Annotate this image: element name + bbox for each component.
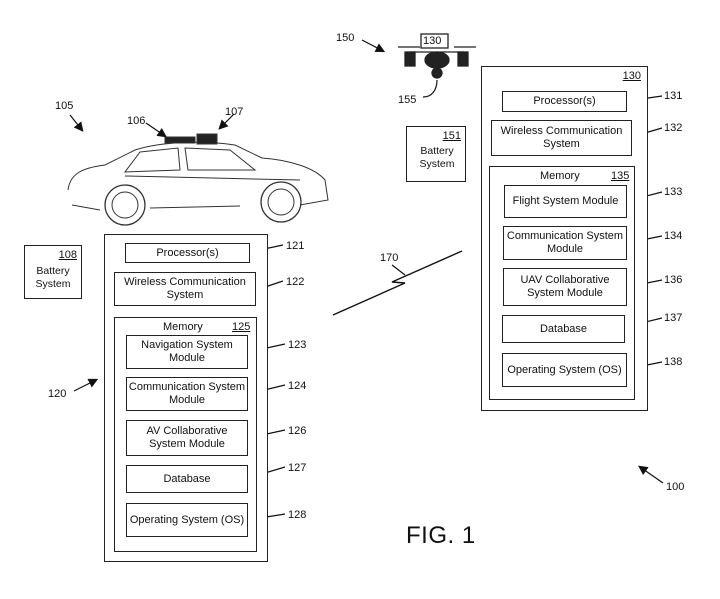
figure-label: FIG. 1 (406, 522, 476, 549)
vehicle-memory-ref: 125 (232, 321, 251, 333)
ref-drone-module: 136 (664, 274, 683, 286)
ref-system: 100 (666, 481, 685, 493)
vehicle-module-box: AV Collaborative System Module (126, 420, 248, 456)
vehicle-battery-box: 108 Battery System (24, 245, 82, 299)
drone-module-label: Flight System Module (512, 195, 619, 207)
ref-drone-processor: 131 (664, 90, 683, 102)
vehicle-module-box: Communication System Module (126, 377, 248, 411)
ref-vehicle-module: 123 (288, 339, 307, 351)
drone-processor-label: Processor(s) (533, 95, 596, 107)
drone-module-box: Communication System Module (503, 226, 627, 260)
drone-computer-ref: 130 (622, 70, 641, 82)
ref-vehicle-module: 128 (288, 509, 307, 521)
vehicle-module-box: Operating System (OS) (126, 503, 248, 537)
ref-sensor: 107 (225, 106, 244, 118)
drone-wireless-label: Wireless Communication System (500, 125, 623, 150)
ref-vehicle-wireless: 122 (286, 276, 305, 288)
vehicle-module-label: Communication System Module (128, 381, 246, 406)
ref-drone-module: 138 (664, 356, 683, 368)
drone-wireless-box: Wireless Communication System (491, 120, 632, 156)
vehicle-memory-label: Memory (163, 321, 203, 333)
vehicle-battery-label: Battery System (35, 265, 71, 290)
drone-battery-ref: 151 (442, 130, 461, 142)
drone-memory-label: Memory (540, 170, 580, 182)
vehicle-processor-box: Processor(s) (125, 243, 250, 263)
drone-processor-box: Processor(s) (502, 91, 627, 112)
vehicle-module-label: Navigation System Module (141, 339, 233, 364)
ref-link: 170 (380, 252, 399, 264)
vehicle-module-label: Database (163, 472, 211, 485)
ref-drone-module: 134 (664, 230, 683, 242)
drone-module-box: Database (502, 315, 625, 343)
vehicle-module-label: Operating System (OS) (129, 513, 245, 526)
drone-module-box: Operating System (OS) (502, 353, 627, 387)
drone-module-label: Operating System (OS) (507, 363, 622, 376)
ref-drone-camera: 155 (398, 94, 417, 106)
ref-roof-device: 106 (127, 115, 146, 127)
ref-drone-wireless: 132 (664, 122, 683, 134)
vehicle-battery-ref: 108 (58, 249, 77, 261)
ref-vehicle-module: 124 (288, 380, 307, 392)
ref-drone-module: 137 (664, 312, 683, 324)
ref-vehicle-module: 126 (288, 425, 307, 437)
drone-box-label: 130 (423, 35, 442, 47)
drone-module-box: UAV Collaborative System Module (503, 268, 627, 306)
ref-drone: 150 (336, 32, 355, 44)
vehicle-wireless-label: Wireless Communication System (124, 276, 246, 301)
ref-drone-module: 133 (664, 186, 683, 198)
ref-vehicle: 105 (55, 100, 74, 112)
ref-vehicle-processor: 121 (286, 240, 305, 252)
ref-vehicle-computer: 120 (48, 388, 67, 400)
ref-vehicle-module: 127 (288, 462, 307, 474)
car-illustration (67, 133, 329, 226)
vehicle-module-label: AV Collaborative System Module (146, 425, 228, 450)
drone-battery-label: Battery System (419, 145, 455, 170)
drone-module-label: UAV Collaborative System Module (520, 274, 610, 299)
drone-module-label: Communication System Module (506, 230, 624, 255)
wireless-link-bolt (332, 250, 463, 316)
drone-module-label: Database (539, 322, 588, 335)
drone-battery-box: 151 Battery System (406, 126, 466, 182)
drone-module-box: Flight System Module (504, 185, 627, 218)
drone-illustration (398, 33, 476, 79)
vehicle-processor-label: Processor(s) (156, 246, 219, 259)
vehicle-wireless-box: Wireless Communication System (114, 272, 256, 306)
vehicle-module-box: Database (126, 465, 248, 493)
drone-memory-ref: 135 (611, 170, 630, 182)
vehicle-module-box: Navigation System Module (126, 335, 248, 369)
